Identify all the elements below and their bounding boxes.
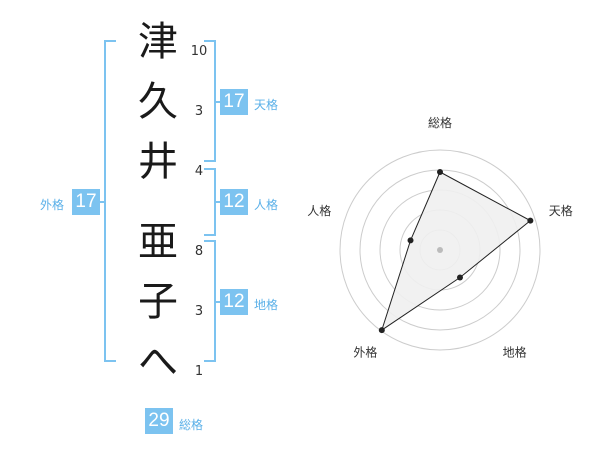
- stroke-count-3: 4: [194, 164, 204, 179]
- name-char-4: 亜: [138, 219, 178, 265]
- radar-fortune-polygon: [380, 171, 532, 332]
- stroke-count-2: 3: [194, 104, 204, 119]
- soukaku-label: 総格: [179, 418, 204, 432]
- stroke-count-1: 10: [190, 44, 208, 59]
- radar-ring: [339, 149, 541, 351]
- gaikaku-bracket-tick: [98, 201, 106, 203]
- radar-points: [378, 169, 534, 334]
- radar-label-jinkaku: 人格: [307, 203, 331, 218]
- chikaku-label: 地格: [254, 298, 279, 312]
- radar-label-gaikaku: 外格: [353, 345, 377, 360]
- fortune-radar-chart: 総格 天格 地格 外格 人格: [307, 115, 573, 360]
- name-char-5: 子: [138, 279, 178, 325]
- stroke-count-6: 1: [194, 364, 204, 379]
- soukaku-badge: 29: [145, 408, 173, 434]
- gaikaku-badge: 17: [72, 189, 100, 215]
- radar-point: [437, 169, 443, 175]
- stroke-count-4: 8: [194, 244, 204, 259]
- radar-center-dot: [437, 247, 443, 253]
- radar-label-soukaku: 総格: [428, 115, 452, 130]
- name-char-1: 津: [138, 19, 178, 65]
- radar-point: [456, 274, 463, 281]
- tenkaku-bracket-tick: [214, 101, 222, 103]
- gaikaku-label: 外格: [40, 198, 65, 212]
- name-char-2: 久: [138, 79, 178, 125]
- radar-point: [378, 327, 385, 334]
- name-char-6: へ: [138, 339, 178, 385]
- radar-point: [407, 237, 414, 244]
- tenkaku-badge: 17: [220, 89, 248, 115]
- stroke-count-5: 3: [194, 304, 204, 319]
- tenkaku-label: 天格: [254, 98, 279, 112]
- chikaku-bracket-tick: [214, 301, 222, 303]
- radar-label-chikaku: 地格: [503, 345, 527, 360]
- radar-label-tenkaku: 天格: [549, 203, 573, 218]
- jinkaku-label: 人格: [254, 198, 279, 212]
- radar-point: [527, 217, 534, 224]
- jinkaku-badge: 12: [220, 189, 248, 215]
- chikaku-badge: 12: [220, 289, 248, 315]
- name-char-3: 井: [138, 139, 178, 185]
- jinkaku-bracket-tick: [214, 201, 222, 203]
